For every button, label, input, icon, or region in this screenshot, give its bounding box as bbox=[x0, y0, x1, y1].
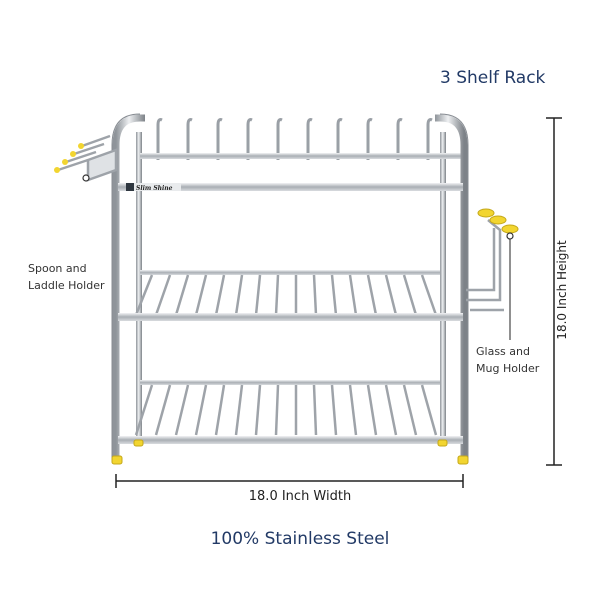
glass-holder bbox=[466, 219, 504, 312]
side-frames bbox=[112, 114, 468, 460]
brand-badge bbox=[126, 183, 181, 191]
top-shelf-rail bbox=[118, 183, 463, 191]
width-dimension-line bbox=[115, 474, 464, 488]
product-title: 3 Shelf Rack bbox=[440, 68, 546, 88]
plate-dividers bbox=[156, 118, 433, 160]
top-back-rail bbox=[140, 153, 465, 159]
back-frame bbox=[136, 132, 446, 442]
spoon-holder-tips bbox=[54, 143, 84, 173]
glass-holder-label: Glass and Mug Holder bbox=[476, 345, 540, 375]
rack-feet bbox=[111, 439, 469, 465]
spoon-holder-label: Spoon and Laddle Holder bbox=[28, 262, 105, 292]
width-label: 18.0 Inch Width bbox=[248, 489, 352, 504]
middle-shelf bbox=[118, 270, 463, 321]
spoon-holder bbox=[57, 134, 118, 182]
brand-badge-text: Slim Shine bbox=[136, 185, 173, 192]
height-label: 18.0 Inch Height bbox=[555, 240, 569, 340]
material-label: 100% Stainless Steel bbox=[210, 529, 390, 549]
bottom-shelf bbox=[118, 380, 463, 444]
height-dimension-line bbox=[546, 117, 562, 466]
